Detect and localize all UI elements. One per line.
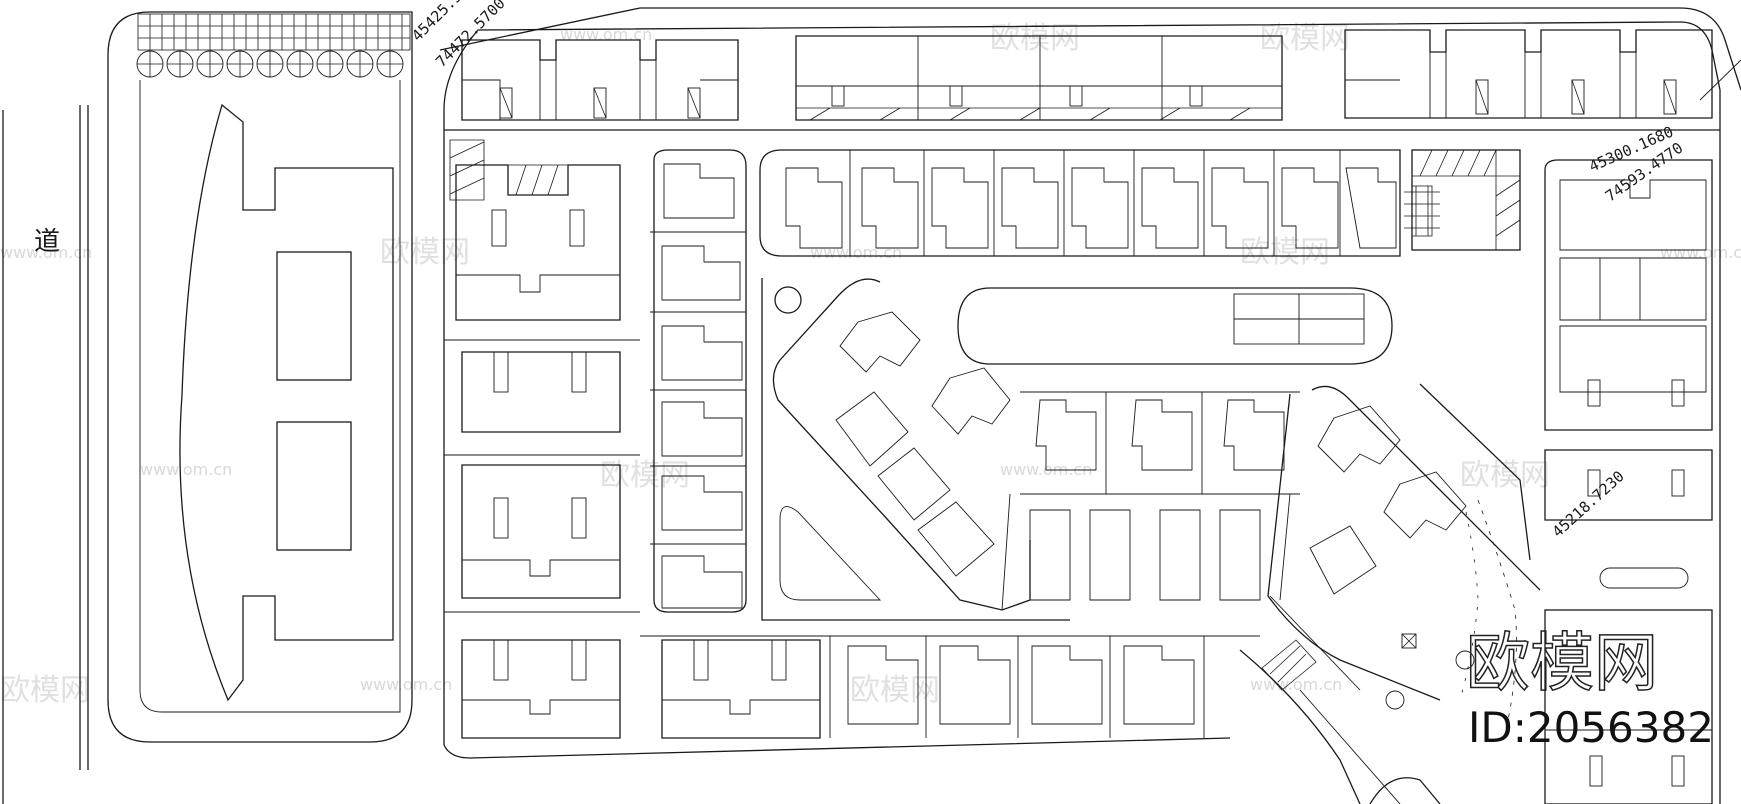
central-north-houses (759, 149, 1401, 257)
west-plaza (107, 11, 413, 743)
east-column (1544, 159, 1713, 804)
road-label: 道 (34, 227, 60, 257)
tree-row (136, 50, 404, 78)
watermark-url: www.om.cn (1660, 243, 1741, 262)
west-road: 道 (2, 105, 89, 804)
watermark-text: 欧模网 (380, 235, 470, 270)
site-boundary (439, 7, 1741, 804)
watermark-text: 欧模网 (0, 673, 90, 708)
central-oval (774, 286, 1393, 365)
north-row-houses (461, 29, 1713, 121)
south-gate (1239, 633, 1441, 804)
watermark-url: www.om.cn (140, 460, 232, 479)
watermark-url: www.om.cn (560, 25, 652, 44)
brand-logo-text: 欧模网 (1466, 627, 1658, 701)
watermark-layer: 欧模网 欧模网 欧模网 欧模网 欧模网 欧模网 欧模网 欧模网 www.om.c… (0, 21, 1741, 708)
watermark-text: 欧模网 (1260, 21, 1350, 56)
watermark-url: www.om.cn (0, 243, 92, 262)
watermark-text: 欧模网 (600, 458, 690, 493)
diagonal-villas (761, 278, 1070, 621)
landscape-path (1385, 499, 1517, 721)
central-south-houses (1001, 391, 1300, 611)
pavilion (1404, 149, 1521, 251)
villa-column (650, 149, 747, 613)
watermark-text: 欧模网 (850, 673, 940, 708)
brand-stamp: 欧模网 ID:2056382 (1465, 626, 1714, 752)
watermark-text: 欧模网 (1240, 235, 1330, 270)
south-row-houses (640, 635, 1260, 739)
watermark-url: www.om.cn (810, 243, 902, 262)
brand-id: ID:2056382 (1468, 703, 1714, 752)
east-diagonal-villas (1267, 383, 1541, 701)
watermark-text: 欧模网 (1460, 458, 1550, 493)
watermark-url: www.om.cn (360, 675, 452, 694)
west-residential-column (444, 129, 1720, 739)
